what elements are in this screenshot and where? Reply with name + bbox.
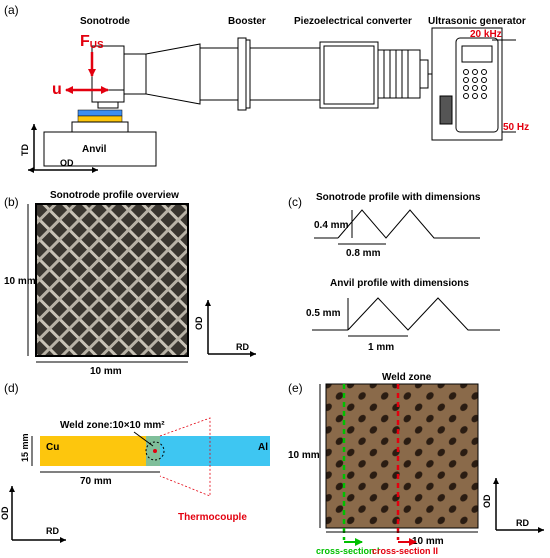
top-sheet [77, 109, 123, 117]
force-label: FUS [80, 33, 104, 51]
sono-profile-line [337, 209, 480, 239]
panel-d-tag: (d) [4, 381, 19, 395]
thermocouple-callout [159, 417, 211, 497]
e-width-label: 10 mm [412, 536, 444, 547]
anvil-h-label: 0.5 mm [306, 308, 341, 319]
cu-label: Cu [46, 442, 59, 453]
anvil-profile-title: Anvil profile with dimensions [330, 278, 469, 289]
panel-a: (a) Sonotrode Booster Piezoelectrical co… [4, 3, 529, 173]
cs2-label: cross-section II [372, 546, 438, 556]
thermocouple-label: Thermocouple [178, 512, 247, 523]
anvil-base [43, 131, 157, 167]
td-label: TD [20, 144, 30, 156]
panel-b: (b) Sonotrode profile overview 10 mm 10 … [4, 190, 256, 377]
sono-h-label: 0.4 mm [314, 220, 349, 231]
e-rd-label: RD [516, 518, 529, 528]
panel-d: (d) Weld zone:10×10 mm² Cu Al Thermocoup… [0, 381, 270, 543]
converter-label: Piezoelectrical converter [294, 16, 412, 27]
panel-e: (e) Weld zone 10 mm 10 mm cross-section … [288, 372, 544, 556]
od-label: OD [60, 158, 74, 168]
booster-shape [199, 37, 321, 111]
anvil-profile-line [347, 297, 500, 331]
generator-shape [431, 27, 516, 141]
e-height-label: 10 mm [288, 450, 320, 461]
panel-e-tag: (e) [288, 381, 303, 395]
bottom-sheet [77, 115, 123, 123]
panel-b-title: Sonotrode profile overview [50, 190, 179, 201]
generator-label: Ultrasonic generator [428, 16, 526, 27]
weld-zone-circle [145, 441, 165, 461]
al-label: Al [258, 442, 268, 453]
cu-sheet [40, 436, 160, 466]
al-sheet [146, 436, 270, 466]
b-od-label: OD [194, 316, 204, 330]
b-height-label: 10 mm [4, 276, 36, 287]
sonotrode-shape [91, 43, 201, 109]
b-width-label: 10 mm [90, 366, 122, 377]
d-length-label: 70 mm [80, 476, 112, 487]
cs1-label: cross-section I [316, 546, 380, 556]
booster-label: Booster [228, 16, 266, 27]
anvil-top [71, 121, 129, 133]
panel-a-tag: (a) [4, 3, 19, 17]
d-od-label: OD [0, 506, 10, 520]
weld-zone-leader [133, 431, 154, 447]
sono-profile-title: Sonotrode profile with dimensions [316, 192, 481, 203]
panel-b-tag: (b) [4, 195, 19, 209]
anvil-label: Anvil [82, 144, 107, 155]
sonotrode-knurl-image [35, 203, 189, 357]
freq-low-label: 50 Hz [503, 122, 529, 133]
freq-high-label: 20 kHz [470, 29, 502, 40]
thermocouple-point [153, 449, 157, 453]
e-od-label: OD [482, 494, 492, 508]
b-rd-label: RD [236, 342, 249, 352]
converter-shape [319, 41, 429, 109]
panel-e-title: Weld zone [382, 372, 432, 383]
panel-c: (c) Sonotrode profile with dimensions 0.… [288, 192, 500, 353]
panel-c-tag: (c) [288, 195, 302, 209]
weld-zone-image [325, 383, 479, 529]
sonotrode-label: Sonotrode [80, 16, 130, 27]
weld-zone-label: Weld zone:10×10 mm² [60, 420, 165, 431]
d-rd-label: RD [46, 526, 59, 536]
anvil-w-label: 1 mm [368, 342, 394, 353]
sono-w-label: 0.8 mm [346, 248, 381, 259]
u-label: u [52, 81, 62, 98]
d-width-label: 15 mm [20, 433, 30, 462]
